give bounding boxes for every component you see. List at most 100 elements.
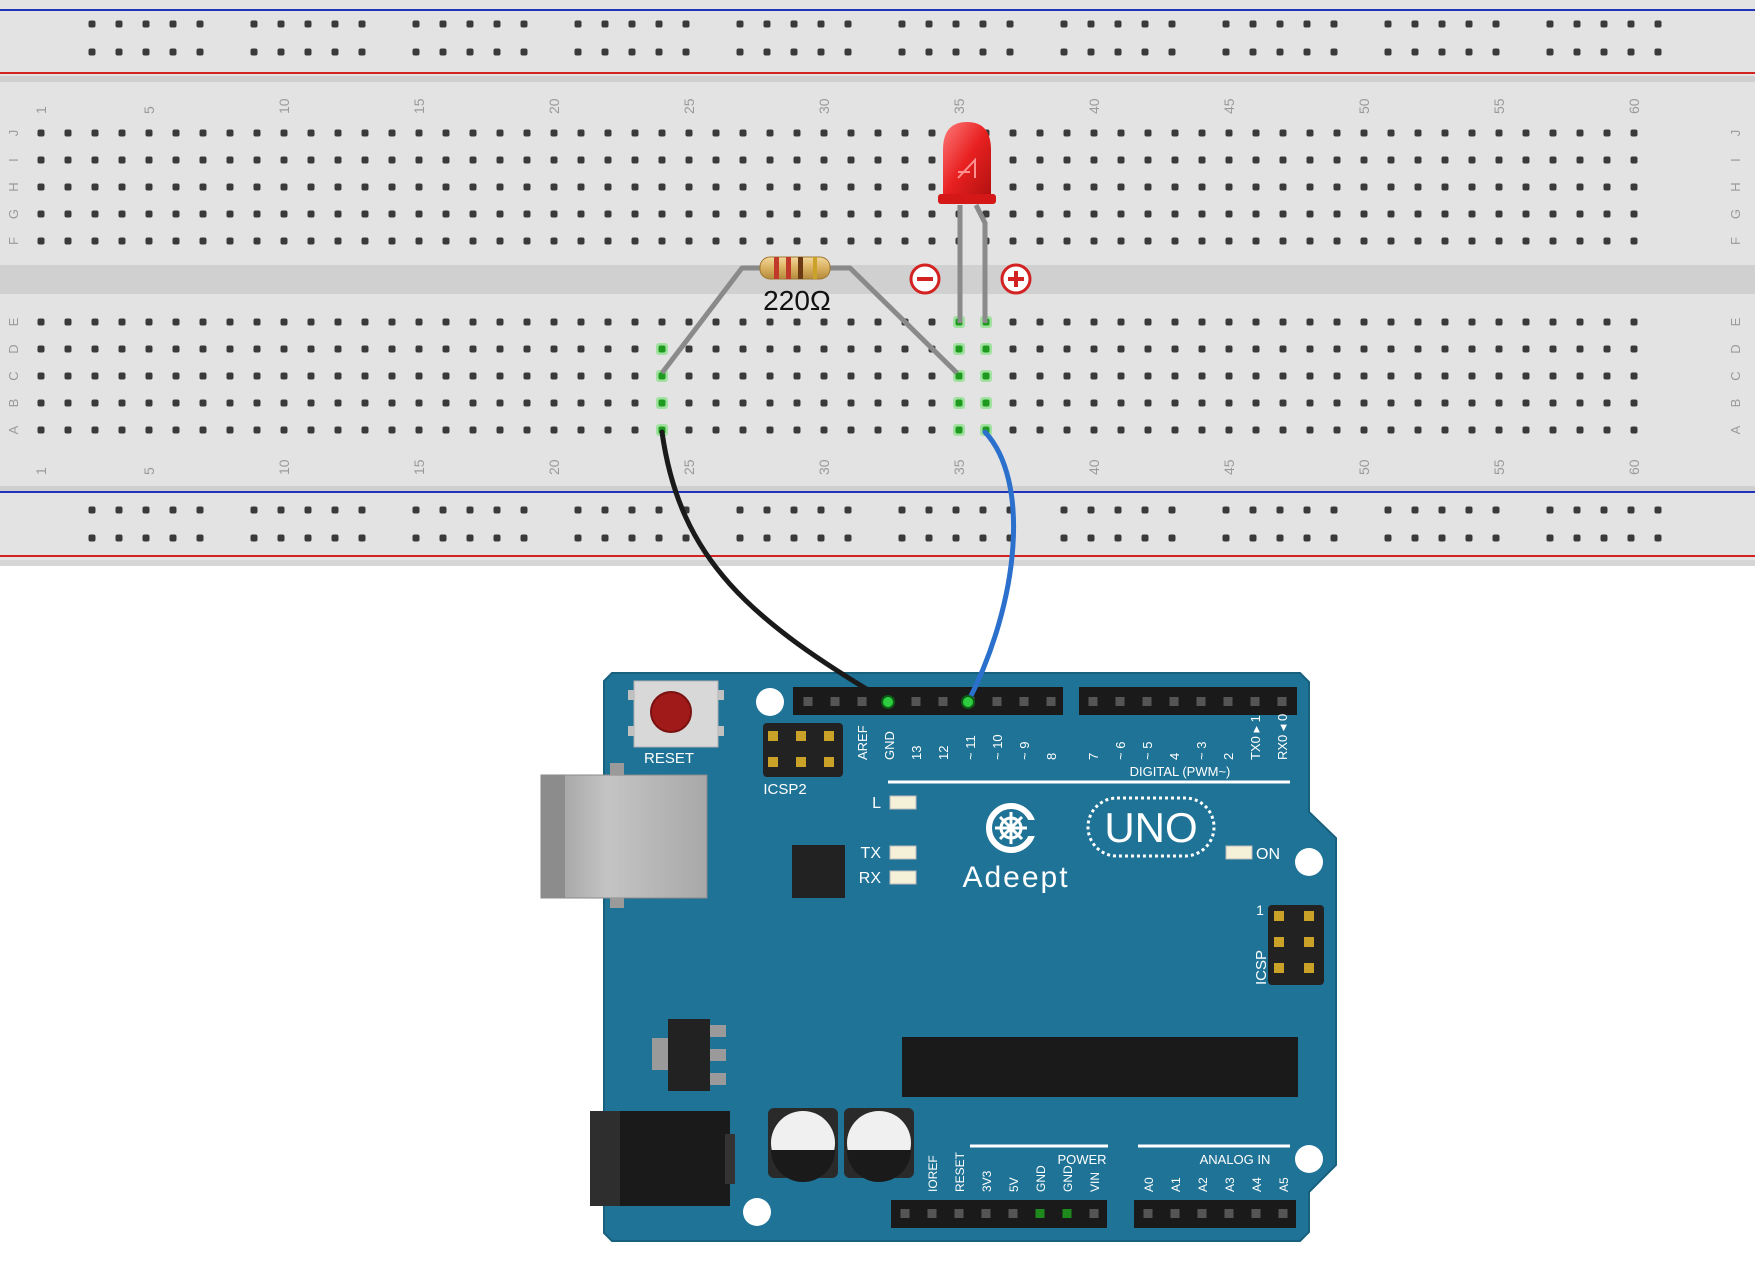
breadboard-hole[interactable] — [226, 129, 234, 137]
breadboard-hole[interactable] — [1090, 129, 1098, 137]
breadboard-hole[interactable] — [1576, 372, 1584, 380]
breadboard-hole[interactable] — [253, 318, 261, 326]
rail-hole[interactable] — [115, 20, 123, 28]
breadboard-hole[interactable] — [1117, 372, 1125, 380]
breadboard-hole[interactable] — [1090, 372, 1098, 380]
breadboard-hole[interactable] — [928, 318, 936, 326]
breadboard-hole[interactable] — [847, 183, 855, 191]
breadboard-hole[interactable] — [1333, 237, 1341, 245]
breadboard-hole[interactable] — [1495, 210, 1503, 218]
rail-hole[interactable] — [952, 506, 960, 514]
breadboard-hole[interactable] — [1441, 426, 1449, 434]
breadboard-hole[interactable] — [1630, 399, 1638, 407]
breadboard-hole[interactable] — [199, 399, 207, 407]
breadboard-hole[interactable] — [1009, 318, 1017, 326]
breadboard-hole[interactable] — [1279, 210, 1287, 218]
breadboard-hole[interactable] — [1387, 399, 1395, 407]
breadboard-hole[interactable] — [1522, 237, 1530, 245]
breadboard-hole[interactable] — [901, 183, 909, 191]
rail-hole[interactable] — [817, 506, 825, 514]
breadboard-hole[interactable] — [1117, 426, 1125, 434]
breadboard-hole[interactable] — [145, 372, 153, 380]
header-socket[interactable] — [1251, 1209, 1261, 1218]
rail-hole[interactable] — [1276, 506, 1284, 514]
rail-hole[interactable] — [196, 506, 204, 514]
breadboard-hole[interactable] — [415, 183, 423, 191]
breadboard-hole[interactable] — [415, 426, 423, 434]
breadboard-hole[interactable] — [874, 426, 882, 434]
breadboard-hole[interactable] — [1414, 156, 1422, 164]
breadboard-hole[interactable] — [820, 156, 828, 164]
breadboard-hole[interactable] — [793, 345, 801, 353]
breadboard-hole[interactable] — [91, 210, 99, 218]
rail-hole[interactable] — [466, 506, 474, 514]
breadboard-hole[interactable] — [361, 399, 369, 407]
rail-hole[interactable] — [1330, 506, 1338, 514]
rail-hole[interactable] — [574, 534, 582, 542]
header-socket[interactable] — [1143, 1209, 1153, 1218]
led[interactable] — [909, 122, 1032, 323]
breadboard-hole[interactable] — [145, 129, 153, 137]
breadboard-hole[interactable] — [766, 372, 774, 380]
rail-hole[interactable] — [736, 506, 744, 514]
rail-hole[interactable] — [1006, 48, 1014, 56]
breadboard-hole[interactable] — [1036, 372, 1044, 380]
breadboard-hole[interactable] — [1090, 318, 1098, 326]
breadboard-hole[interactable] — [442, 237, 450, 245]
header-socket[interactable] — [1142, 697, 1152, 706]
breadboard-hole[interactable] — [1009, 345, 1017, 353]
rail-hole[interactable] — [844, 506, 852, 514]
breadboard-hole[interactable] — [1603, 129, 1611, 137]
rail-hole[interactable] — [196, 48, 204, 56]
black-wire-gnd[interactable] — [659, 429, 891, 705]
breadboard-hole[interactable] — [739, 156, 747, 164]
breadboard-hole[interactable] — [1090, 210, 1098, 218]
header-socket[interactable] — [900, 1209, 910, 1218]
breadboard-hole[interactable] — [1009, 183, 1017, 191]
breadboard-hole[interactable] — [1387, 426, 1395, 434]
breadboard-hole[interactable] — [307, 399, 315, 407]
breadboard-hole[interactable] — [1630, 129, 1638, 137]
rail-hole[interactable] — [1330, 20, 1338, 28]
breadboard-hole[interactable] — [1063, 399, 1071, 407]
rail-hole[interactable] — [925, 48, 933, 56]
breadboard-hole[interactable] — [1225, 372, 1233, 380]
rail-hole[interactable] — [979, 48, 987, 56]
breadboard-hole[interactable] — [928, 372, 936, 380]
breadboard-hole[interactable] — [1360, 237, 1368, 245]
breadboard-hole[interactable] — [1063, 237, 1071, 245]
breadboard-hole[interactable] — [37, 156, 45, 164]
breadboard-hole[interactable] — [1495, 183, 1503, 191]
rail-hole[interactable] — [1654, 534, 1662, 542]
breadboard-hole[interactable] — [523, 129, 531, 137]
breadboard-hole[interactable] — [685, 345, 693, 353]
breadboard-hole[interactable] — [1630, 210, 1638, 218]
breadboard-hole[interactable] — [1009, 372, 1017, 380]
breadboard-hole[interactable] — [280, 345, 288, 353]
breadboard-hole[interactable] — [1090, 156, 1098, 164]
breadboard-hole[interactable] — [1603, 372, 1611, 380]
breadboard-hole[interactable] — [928, 399, 936, 407]
breadboard-hole[interactable] — [91, 156, 99, 164]
breadboard-hole[interactable] — [847, 210, 855, 218]
breadboard-hole[interactable] — [1198, 318, 1206, 326]
breadboard-hole[interactable] — [874, 345, 882, 353]
breadboard-hole[interactable] — [388, 426, 396, 434]
rail-hole[interactable] — [331, 506, 339, 514]
breadboard-hole[interactable] — [820, 318, 828, 326]
breadboard-hole[interactable] — [1036, 399, 1044, 407]
rail-hole[interactable] — [1168, 48, 1176, 56]
breadboard-hole[interactable] — [307, 237, 315, 245]
header-socket[interactable] — [954, 1209, 964, 1218]
breadboard-hole[interactable] — [550, 129, 558, 137]
breadboard-hole[interactable] — [1117, 399, 1125, 407]
rail-hole[interactable] — [655, 534, 663, 542]
breadboard-hole[interactable] — [1414, 237, 1422, 245]
rail-hole[interactable] — [682, 20, 690, 28]
breadboard-hole[interactable] — [172, 156, 180, 164]
breadboard-hole[interactable] — [496, 237, 504, 245]
breadboard-hole[interactable] — [631, 426, 639, 434]
rail-hole[interactable] — [1438, 20, 1446, 28]
resistor[interactable]: 220Ω — [660, 256, 959, 375]
breadboard-hole[interactable] — [712, 210, 720, 218]
